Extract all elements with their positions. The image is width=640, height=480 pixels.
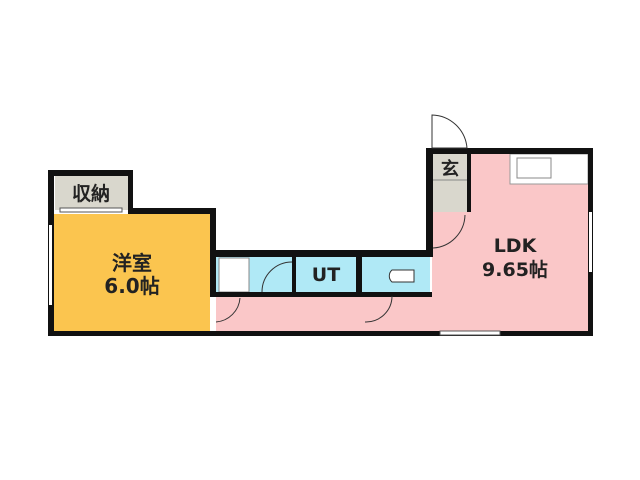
entrance-door-icon	[431, 114, 468, 149]
ldk-size: 9.65帖	[482, 258, 548, 281]
entrance-label: 玄	[441, 158, 459, 180]
western-room	[54, 214, 210, 331]
door-swing-icon	[432, 214, 466, 249]
ldk-room	[216, 153, 589, 332]
ldk-label: LDK	[494, 235, 538, 257]
storage-room	[55, 176, 128, 210]
utility-label: UT	[312, 264, 340, 286]
storage-label: 収納	[72, 182, 110, 205]
window	[49, 225, 52, 305]
door-swing-icon	[261, 261, 293, 293]
western-room-label: 洋室	[112, 251, 152, 275]
door-swing-icon	[215, 297, 241, 323]
window	[439, 330, 501, 336]
western-room-size: 6.0帖	[104, 274, 159, 298]
window	[589, 212, 592, 272]
entrance-room	[432, 154, 468, 212]
toilet-icon	[388, 269, 415, 283]
closet-door	[59, 207, 123, 213]
washing-machine-icon	[218, 257, 250, 293]
door-swing-icon	[364, 295, 393, 323]
sink-icon	[516, 157, 552, 179]
wet-area	[216, 256, 430, 295]
